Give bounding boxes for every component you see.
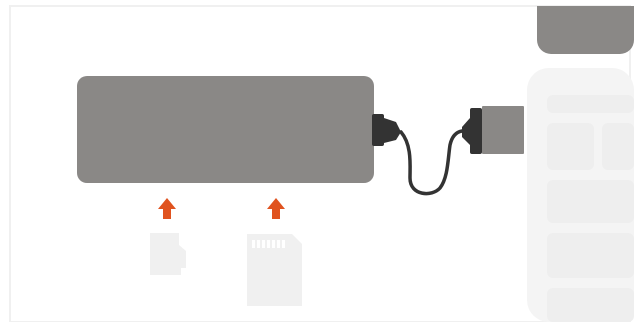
sd-card-pin <box>252 240 255 248</box>
laptop-key <box>547 288 634 322</box>
sd-card-pin <box>267 240 270 248</box>
sd-card-pin <box>277 240 280 248</box>
usb-a-plug-metal <box>482 106 524 154</box>
usb-a-plug-icon <box>462 106 524 154</box>
laptop-key <box>547 95 634 113</box>
laptop-key <box>602 123 634 170</box>
sd-card-pin <box>282 240 285 248</box>
sd-card-pin <box>272 240 275 248</box>
usb-a-plug-housing <box>470 108 482 154</box>
laptop-key <box>547 123 594 170</box>
arrow-shaft <box>163 208 171 219</box>
sd-card-pin <box>262 240 265 248</box>
usb-c-plug-housing <box>372 114 384 146</box>
sd-card-pin <box>257 240 260 248</box>
sd-card-icon <box>247 234 302 306</box>
arrow-shaft <box>272 208 280 219</box>
laptop-lid-top <box>537 6 634 26</box>
laptop-key <box>547 233 634 278</box>
card-reader-hub <box>77 76 374 183</box>
laptop-key <box>547 180 634 223</box>
